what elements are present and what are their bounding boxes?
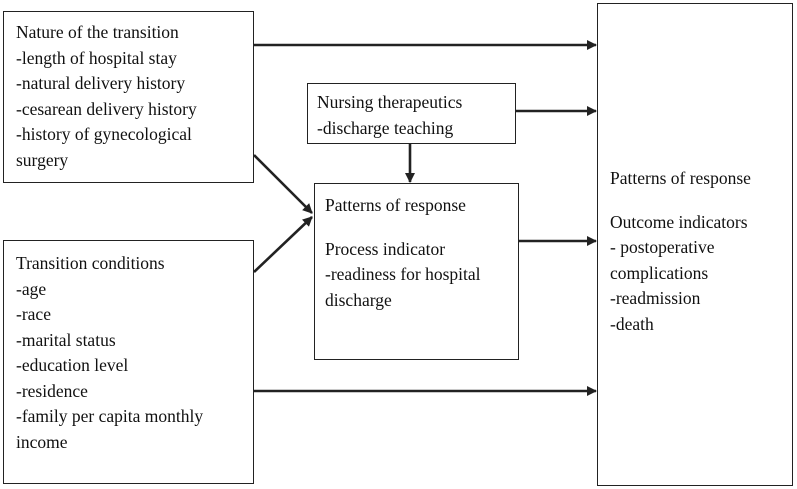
process-box-title: Patterns of response — [325, 195, 466, 215]
conditions-box-heading: Transition conditions — [16, 253, 165, 273]
process-box-item: discharge — [325, 289, 392, 310]
nursing-therapeutics-box: Nursing therapeutics -discharge teaching — [307, 83, 516, 144]
arrow-conditions-to-process — [253, 216, 313, 273]
nursing-box-item: -discharge teaching — [317, 117, 454, 138]
outcome-box-item: complications — [610, 262, 709, 283]
conditions-box-item: -residence — [16, 380, 88, 401]
process-indicator-box: Patterns of response Process indicator -… — [314, 183, 519, 360]
nature-box-item: surgery — [16, 149, 69, 170]
arrow-nature-to-process — [253, 154, 313, 214]
nature-box-item: -cesarean delivery history — [16, 98, 197, 119]
nature-of-transition-box: Nature of the transition -length of hosp… — [3, 11, 254, 183]
outcome-indicator-box: Patterns of response Outcome indicators … — [597, 3, 793, 486]
conditions-box-item: -family per capita monthly — [16, 406, 204, 426]
outcome-box-title: Patterns of response — [610, 168, 751, 188]
nature-box-item: -history of gynecological — [16, 124, 192, 144]
nature-box-item: -natural delivery history — [16, 73, 186, 93]
conditions-box-item: -education level — [16, 355, 129, 375]
nursing-box-heading: Nursing therapeutics — [317, 92, 463, 112]
outcome-box-heading: Outcome indicators — [610, 211, 748, 232]
conditions-box-item: -age — [16, 278, 47, 299]
outcome-box-item: -death — [610, 313, 654, 334]
transition-conditions-box: Transition conditions -age -race -marita… — [3, 240, 254, 484]
nature-box-item: -length of hospital stay — [16, 47, 177, 68]
outcome-box-item: -readmission — [610, 288, 701, 308]
process-box-heading: Process indicator — [325, 238, 446, 259]
outcome-box-item: - postoperative — [610, 237, 715, 257]
conditions-box-item: income — [16, 431, 68, 452]
conditions-box-item: -race — [16, 304, 51, 324]
nature-box-heading: Nature of the transition — [16, 22, 179, 42]
conditions-box-item: -marital status — [16, 329, 116, 350]
process-box-item: -readiness for hospital — [325, 264, 481, 284]
